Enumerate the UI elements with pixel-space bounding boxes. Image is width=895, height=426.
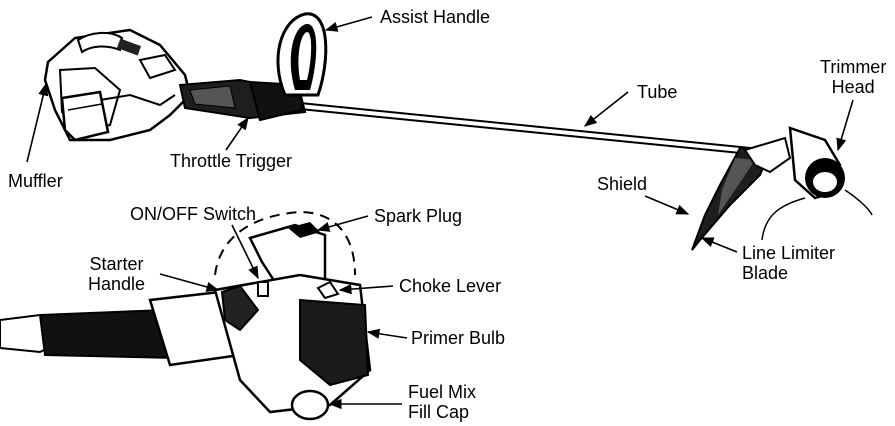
arrow-muffler bbox=[26, 82, 49, 163]
arrow-primer-bulb bbox=[366, 328, 408, 339]
label-on-off-switch: ON/OFF Switch bbox=[130, 204, 257, 224]
arrow-throttle-trigger bbox=[225, 116, 249, 151]
label-tube: Tube bbox=[637, 82, 678, 102]
label-choke-lever: Choke Lever bbox=[399, 276, 502, 296]
label-primer-bulb: Primer Bulb bbox=[411, 328, 506, 348]
label-spark-plug: Spark Plug bbox=[374, 206, 463, 226]
leader-lines bbox=[26, 16, 854, 410]
closeup-body bbox=[213, 273, 372, 421]
trimmer-head-part bbox=[761, 126, 873, 241]
label-throttle-trigger: Throttle Trigger bbox=[170, 151, 293, 171]
closeup-dashed-circle bbox=[214, 210, 356, 276]
label-assist-handle: Assist Handle bbox=[380, 7, 491, 27]
arrow-on-off-switch bbox=[231, 224, 259, 280]
arrow-trimmer-head bbox=[836, 99, 854, 152]
arrow-choke-lever bbox=[338, 284, 394, 295]
closeup-shaft bbox=[0, 290, 242, 367]
label-shield: Shield bbox=[597, 174, 648, 194]
shield-part bbox=[691, 136, 792, 251]
muffler-part bbox=[60, 90, 110, 142]
arrow-line-limiter bbox=[700, 237, 738, 253]
tube-shaft bbox=[299, 102, 771, 157]
assist-handle-part bbox=[276, 12, 328, 97]
arrow-tube bbox=[583, 91, 629, 127]
arrow-starter-handle bbox=[159, 273, 220, 292]
spark-plug-part bbox=[248, 222, 327, 284]
arrow-shield bbox=[644, 195, 690, 215]
arrow-assist-handle bbox=[324, 16, 373, 32]
arrow-spark-plug bbox=[316, 215, 369, 232]
label-muffler: Muffler bbox=[8, 171, 63, 191]
